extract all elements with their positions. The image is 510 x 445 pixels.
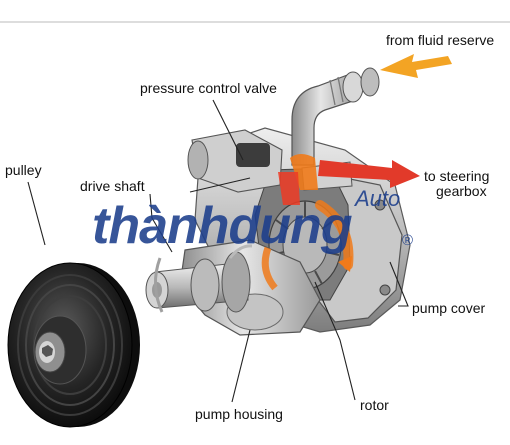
label-rotor: rotor [360, 397, 389, 413]
label-from-fluid-reservoir: from fluid reserve [386, 32, 495, 48]
fluid-flow [154, 154, 354, 313]
label-pulley: pulley [5, 162, 42, 178]
fluid-out-arrow [318, 160, 420, 188]
label-drive-shaft: drive shaft [80, 178, 145, 194]
label-pump-cover: pump cover [412, 300, 486, 316]
pulley-drawing [7, 262, 140, 428]
fluid-in-arrow [380, 54, 452, 78]
label-to-steering: to steering [424, 168, 490, 184]
watermark-reg: ® [402, 232, 414, 249]
watermark-sub: Auto [355, 186, 401, 211]
label-pump-housing: pump housing [195, 406, 283, 422]
label-gearbox: gearbox [436, 183, 487, 199]
leader-lines [27, 99, 409, 403]
label-pressure-control-valve: pressure control valve [140, 80, 277, 96]
watermark-brand: thànhdung [92, 197, 353, 255]
